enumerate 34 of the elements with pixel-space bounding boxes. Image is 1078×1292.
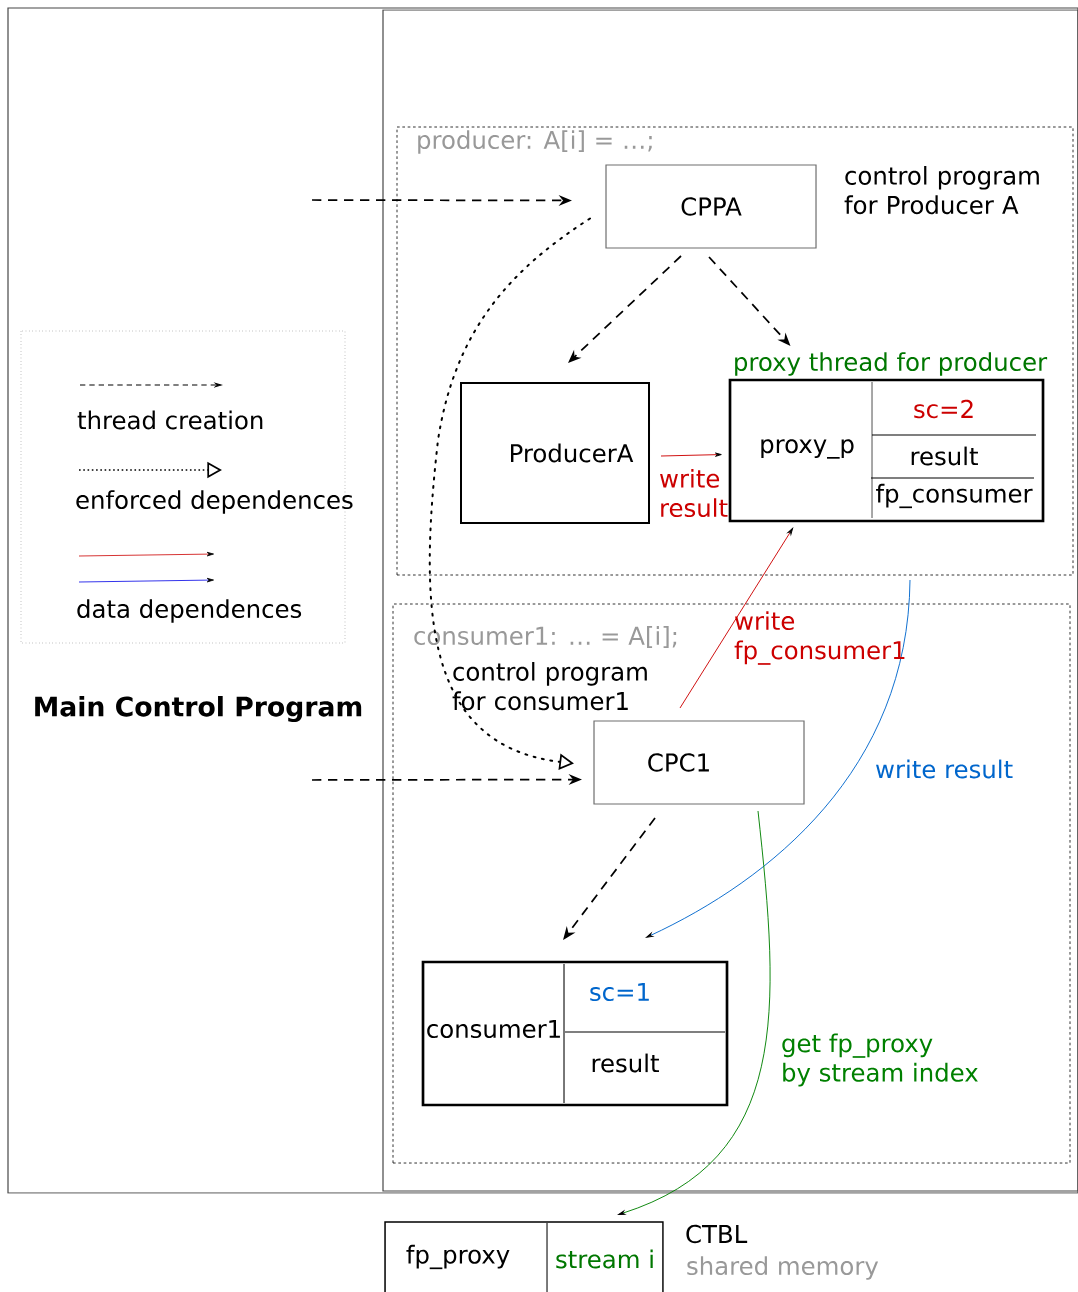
edge-label: write result <box>660 468 728 518</box>
cell-text: stream i <box>556 1249 653 1269</box>
cell-text: result <box>911 446 978 466</box>
cell-text: consumer1 <box>427 1019 560 1039</box>
table-heading: proxy thread for producer <box>735 352 1048 376</box>
arrow <box>679 528 794 709</box>
box-caption: control program for consumer1 <box>452 662 647 711</box>
arrow <box>618 810 771 1215</box>
process-box: CPPA <box>605 164 817 249</box>
table-caption: CTBL <box>686 1224 748 1244</box>
arrow <box>660 452 722 457</box>
cell-text: proxy_p <box>761 439 854 459</box>
arrow <box>428 217 591 770</box>
cell-text: sc=2 <box>914 399 973 419</box>
cell-text: result <box>592 1053 659 1073</box>
legend-text: data dependences <box>77 599 302 623</box>
cell-text: sc=1 <box>590 982 649 1002</box>
legend-text: thread creation <box>77 410 263 430</box>
thread-box: ProducerA <box>460 382 650 524</box>
region-label: consumer1: … = A[i]; <box>414 626 677 648</box>
arrow <box>568 255 682 363</box>
arrow <box>646 579 911 938</box>
process-box: CPC1 <box>593 720 805 805</box>
panel <box>382 9 1078 1192</box>
edge-label: write fp_consumer1 <box>734 611 905 665</box>
table-caption: shared memory <box>687 1256 879 1280</box>
edge-label: write result <box>876 759 1013 779</box>
cell-text: fp_proxy <box>406 1244 510 1270</box>
region-label: producer: A[i] = …; <box>418 130 652 154</box>
title: Main Control Program <box>35 696 362 722</box>
cell-text: fp_consumer <box>876 483 1033 509</box>
box-caption: control program for Producer A <box>844 166 1039 215</box>
legend-text: enforced dependences <box>76 490 353 514</box>
edge-label: get fp_proxy by stream index <box>782 1033 978 1087</box>
